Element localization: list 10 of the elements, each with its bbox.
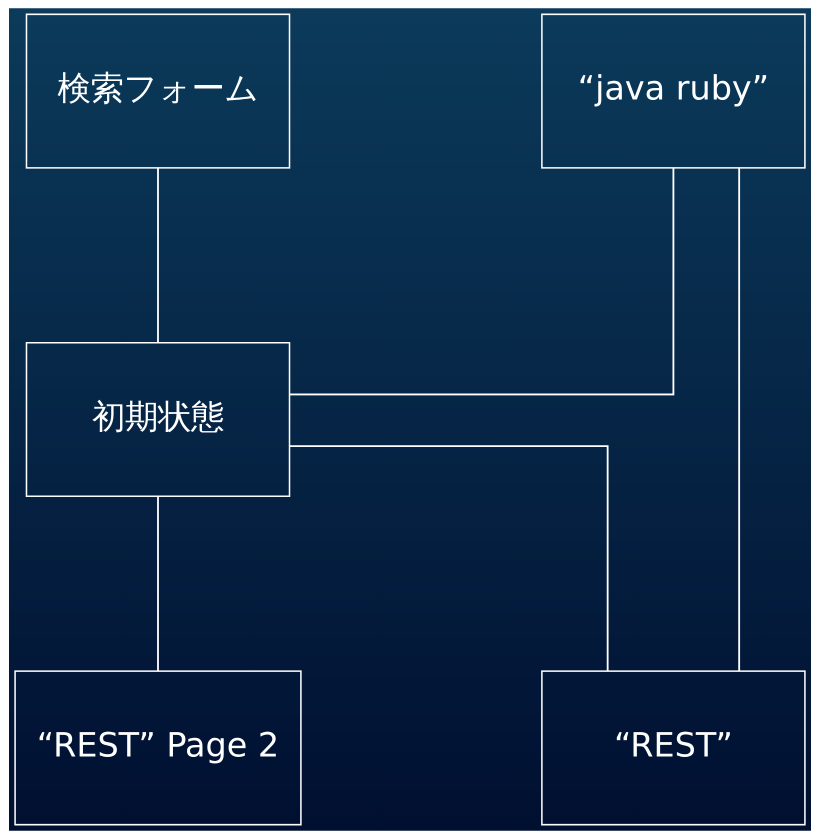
node-box: 初期状態 xyxy=(26,342,290,498)
connector xyxy=(738,168,740,671)
connector xyxy=(290,445,609,671)
connector xyxy=(290,168,674,396)
node-box: 検索フォーム xyxy=(26,14,290,169)
node-box: “java ruby” xyxy=(541,14,806,169)
node-box: “REST” Page 2 xyxy=(14,670,302,826)
node-box: “REST” xyxy=(541,670,806,826)
connector xyxy=(157,496,159,671)
connector xyxy=(157,168,159,342)
